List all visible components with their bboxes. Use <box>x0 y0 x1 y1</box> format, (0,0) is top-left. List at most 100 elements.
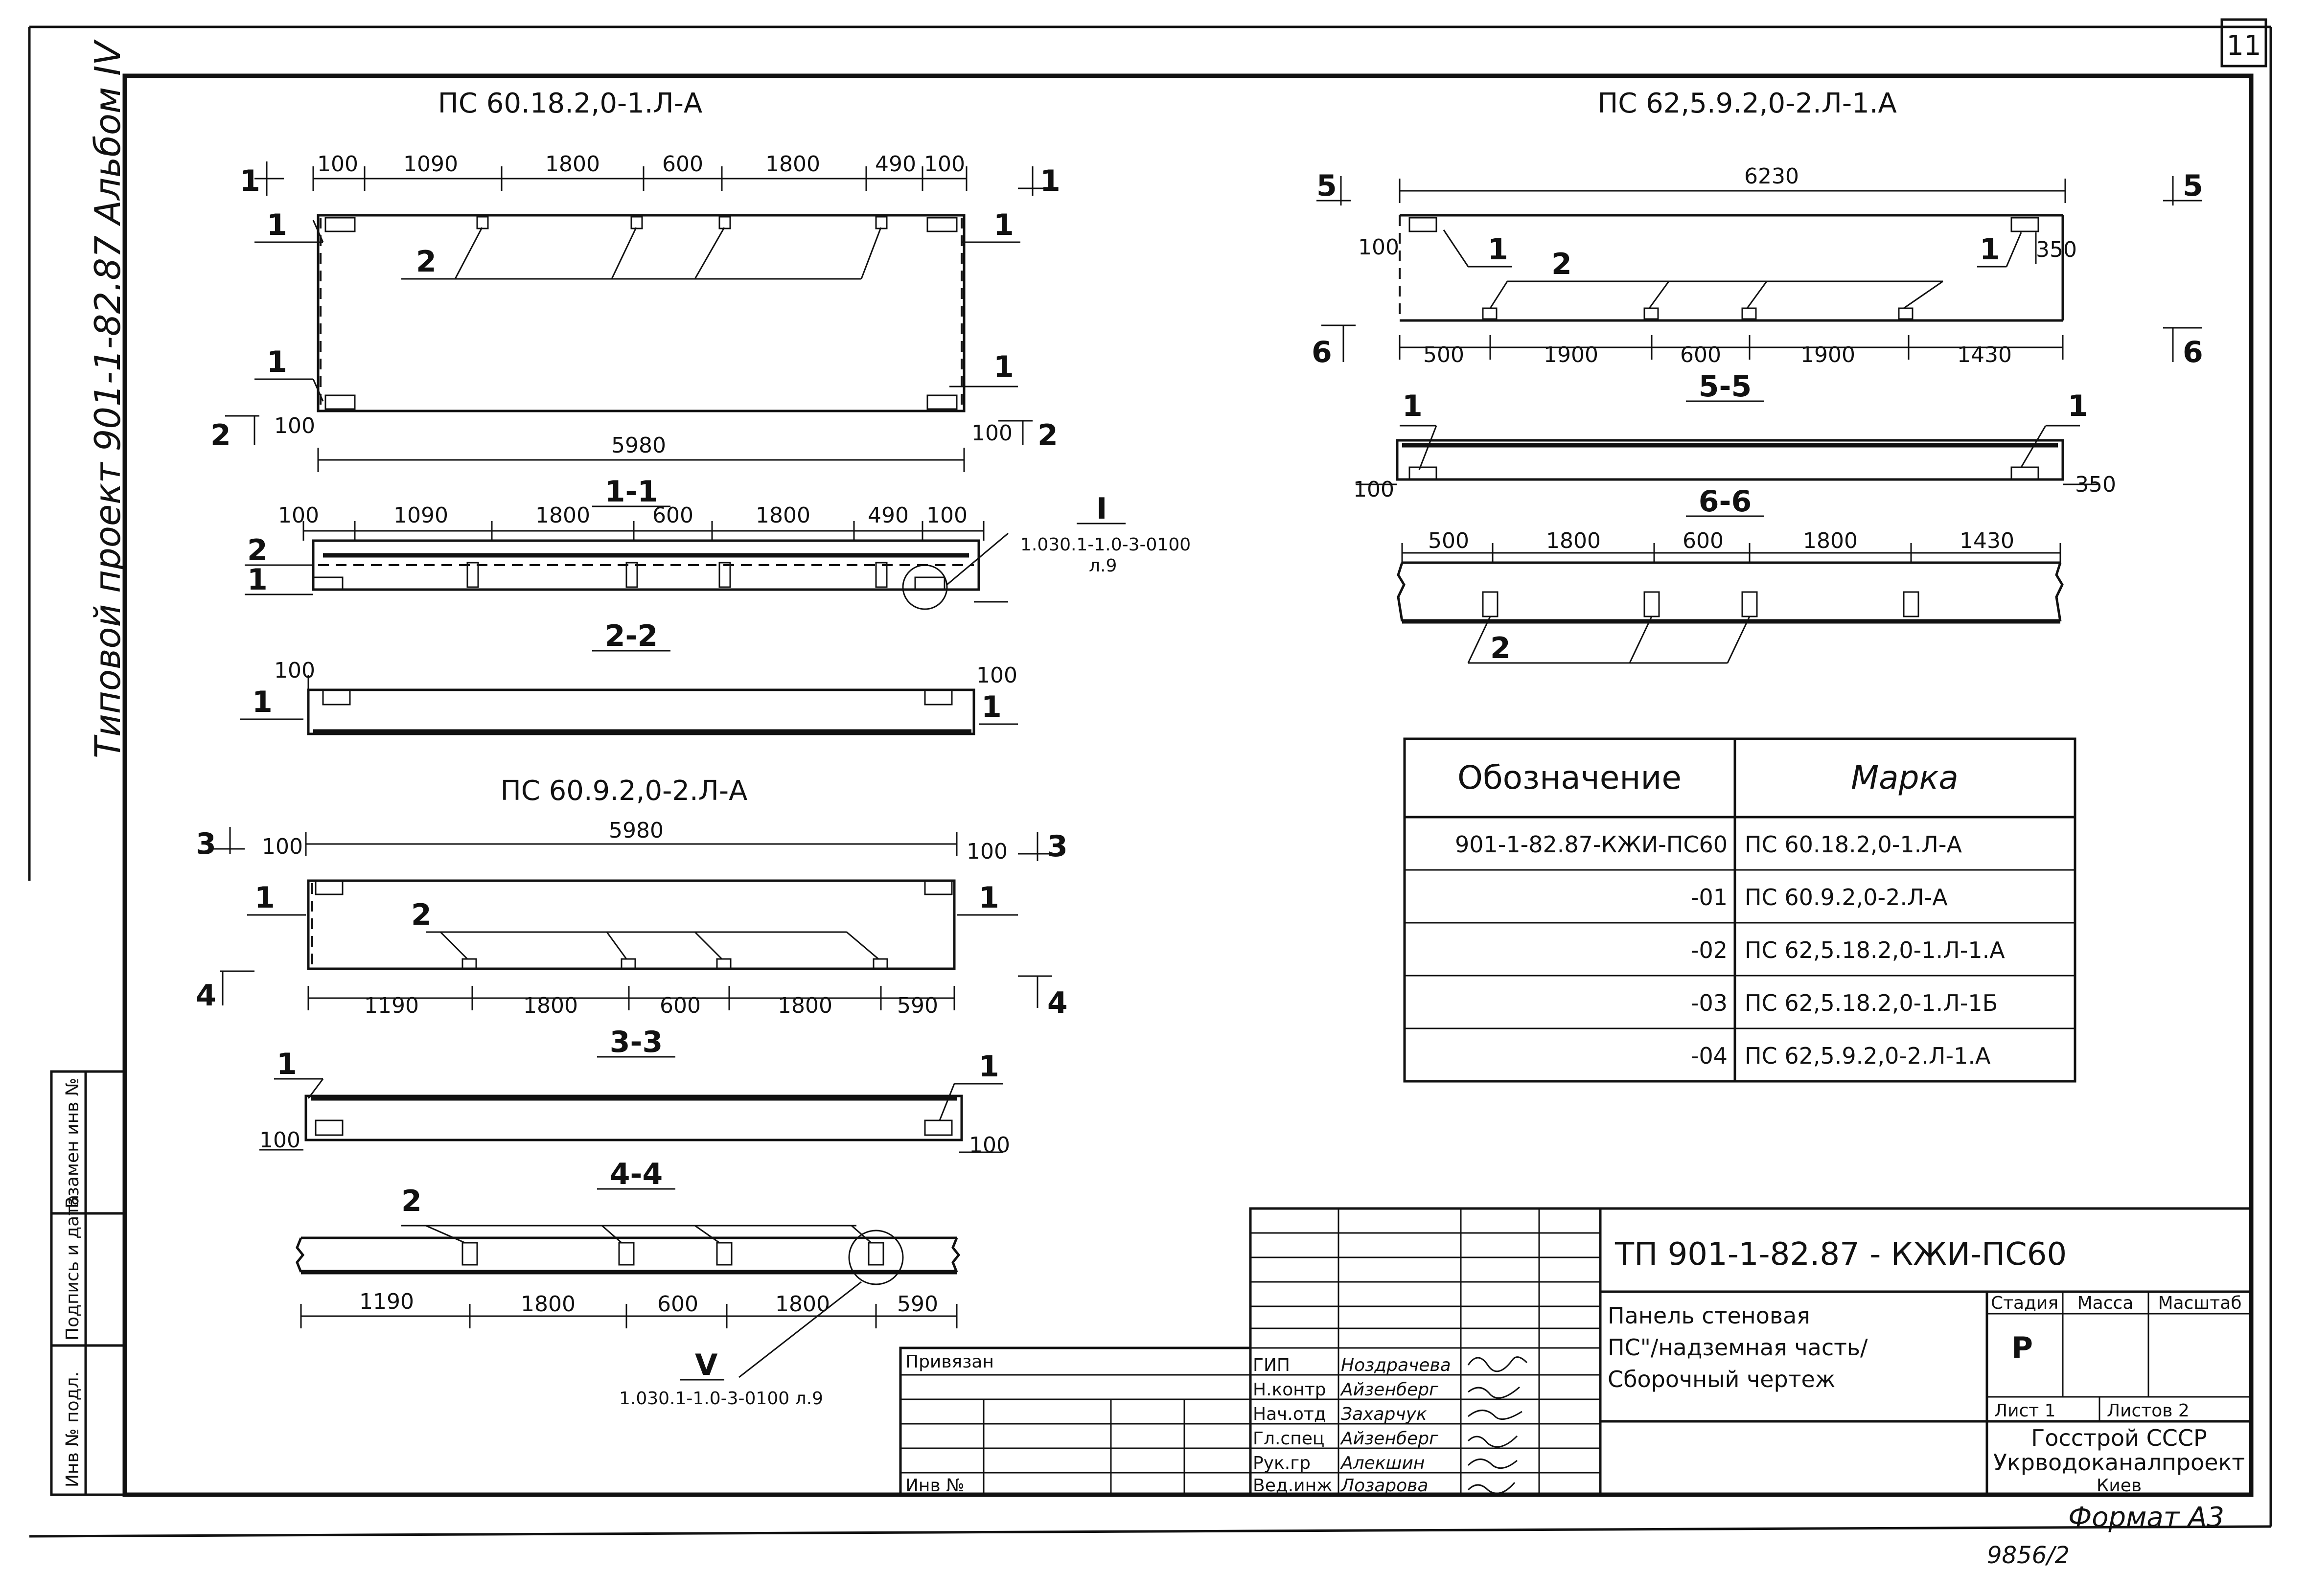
spec-row3-code: -03 <box>1691 990 1728 1016</box>
stamp-replace-label: Взамен инв № <box>63 1078 83 1208</box>
tb-name-3: Айзенберг <box>1340 1429 1439 1449</box>
tb-stage-value: Р <box>2011 1331 2033 1365</box>
p2-bdim-4: 590 <box>897 993 938 1018</box>
tb-stage-h: Стадия <box>1991 1293 2058 1313</box>
tb-name-1: Айзенберг <box>1340 1380 1439 1400</box>
sheet-number-box <box>2220 18 2267 68</box>
sheet-number: 11 <box>2226 30 2261 62</box>
s55-dim-a: 100 <box>1353 477 1394 502</box>
p3-side-dim-b: 350 <box>2036 237 2077 262</box>
s66-dim-3: 1800 <box>1803 528 1858 553</box>
s44-callout-2: 2 <box>401 1184 422 1218</box>
tb-name-0: Ноздрачева <box>1341 1355 1451 1375</box>
s44-dim-3: 1800 <box>775 1292 830 1317</box>
tb-mass-h: Масса <box>2077 1293 2134 1313</box>
p1-mark-2b: 2 <box>1038 418 1058 453</box>
panel2-title: ПС 60.9.2,0-2.Л-А <box>501 775 748 807</box>
s44-dim-4: 590 <box>897 1292 938 1317</box>
section-4-4: 4-4 2 1190 1800 600 1800 590 V 1.030.1-1… <box>296 1157 961 1409</box>
p1-callout-1d: 1 <box>993 350 1014 384</box>
p1-callout-1b: 1 <box>267 345 287 379</box>
p1-dim-1: 1090 <box>403 152 458 177</box>
section-1-1: 1-1 100 1090 1800 600 1800 490 100 2 1 I… <box>245 475 1191 610</box>
tb-scale-h: Масштаб <box>2158 1293 2241 1313</box>
s44-ref-label: V <box>695 1348 718 1382</box>
spec-row2-code: -02 <box>1691 937 1728 963</box>
panel1: ПС 60.18.2,0-1.Л-А 100 1090 1800 600 180… <box>210 88 1061 472</box>
section-5-5: 5-5 1 1 100 350 <box>1353 369 2116 502</box>
tb-org-1: Госстрой СССР <box>2031 1425 2207 1451</box>
p2-bdim-0: 1190 <box>364 993 419 1018</box>
tb-role-2: Нач.отд <box>1253 1404 1326 1424</box>
format-label: Формат А3 <box>2068 1502 2224 1533</box>
s33-callout-1b: 1 <box>979 1049 999 1084</box>
p2-callout-1a: 1 <box>254 881 275 915</box>
s11-dim-0: 100 <box>278 503 319 528</box>
sec44-title: 4-4 <box>610 1157 663 1191</box>
p1-mark-2a: 2 <box>210 418 231 453</box>
s66-dim-2: 600 <box>1683 528 1724 553</box>
p2-mark-4a: 4 <box>196 979 216 1013</box>
s11-dim-5: 490 <box>868 503 909 528</box>
panel2: ПС 60.9.2,0-2.Л-А 5980 100 100 2 1 1 119… <box>196 775 1068 1020</box>
p1-dim-6: 100 <box>924 152 965 177</box>
s11-ref-text: 1.030.1-1.0-3-0100 <box>1020 535 1191 555</box>
p1-callout-1a: 1 <box>267 208 287 242</box>
p3-mark-5b: 5 <box>2183 169 2203 203</box>
s22-dim-b: 100 <box>976 663 1017 688</box>
p3-mark-5a: 5 <box>1316 169 1337 203</box>
section-6-6: 6-6 500 1800 600 1800 1430 2 <box>1397 484 2064 665</box>
sec11-title: 1-1 <box>605 475 658 509</box>
spec-header-mark: Марка <box>1851 759 1959 797</box>
p2-mark-3a: 3 <box>196 827 216 861</box>
s55-callout-1a: 1 <box>1402 389 1423 423</box>
side-title: Типовой проект 901-1-82.87 Альбом IV <box>87 39 128 758</box>
sec66-title: 6-6 <box>1699 484 1752 519</box>
s44-dim-2: 600 <box>657 1292 698 1317</box>
p2-side-dim-b: 100 <box>967 839 1008 864</box>
panel2-outline <box>307 879 956 970</box>
spec-row4-code: -04 <box>1691 1043 1728 1069</box>
section-3-3: 3-3 1 1 100 100 <box>259 1025 1010 1158</box>
p1-dim-3: 600 <box>662 152 703 177</box>
p2-side-dim-a: 100 <box>262 834 303 859</box>
s44-ref-text: 1.030.1-1.0-3-0100 л.9 <box>619 1389 823 1409</box>
s33-dim-a: 100 <box>259 1128 300 1153</box>
spec-row2-mark: ПС 62,5.18.2,0-1.Л-1.А <box>1745 937 2005 963</box>
s11-dim-3: 600 <box>652 503 693 528</box>
s11-callout-2: 2 <box>247 533 268 568</box>
tb-desc-3: Сборочный чертеж <box>1608 1366 1835 1392</box>
sec55-title: 5-5 <box>1699 369 1752 404</box>
p3-side-dim-a: 100 <box>1358 235 1399 260</box>
s22-dim-a: 100 <box>274 658 315 683</box>
p1-side-dim-b: 100 <box>971 421 1013 446</box>
panel1-outline <box>317 214 966 412</box>
spec-row1-mark: ПС 60.9.2,0-2.Л-А <box>1745 884 1948 911</box>
tb-privyazan: Привязан <box>905 1352 994 1372</box>
p3-top-dim: 6230 <box>1744 164 1799 189</box>
p3-bdim-3: 1900 <box>1800 342 1855 367</box>
s11-dim-2: 1800 <box>535 503 590 528</box>
tb-role-3: Гл.спец <box>1253 1429 1324 1449</box>
p1-mark-1a: 1 <box>240 164 260 198</box>
p1-dim-4: 1800 <box>765 152 820 177</box>
sec33-title: 3-3 <box>610 1025 663 1059</box>
tb-role-0: ГИП <box>1253 1355 1290 1375</box>
stamp-sign-label: Подпись и дата <box>63 1195 83 1341</box>
s66-dim-0: 500 <box>1428 528 1469 553</box>
sec22-title: 2-2 <box>605 619 658 653</box>
tb-code: ТП 901-1-82.87 - КЖИ-ПС60 <box>1614 1236 2067 1273</box>
p2-top-dim: 5980 <box>609 818 664 843</box>
p3-bdim-2: 600 <box>1680 342 1721 367</box>
s66-callout-2: 2 <box>1490 631 1511 665</box>
s55-callout-1b: 1 <box>2068 389 2088 423</box>
s11-dim-6: 100 <box>926 503 968 528</box>
p1-mark-1b: 1 <box>1040 164 1061 198</box>
panel3-title: ПС 62,5.9.2,0-2.Л-1.А <box>1597 88 1897 119</box>
tb-org-3: Киев <box>2097 1476 2142 1496</box>
tb-name-2: Захарчук <box>1341 1404 1427 1424</box>
p3-bdim-4: 1430 <box>1957 342 2012 367</box>
p1-callout-2: 2 <box>416 245 437 279</box>
p1-dim-5: 490 <box>875 152 916 177</box>
s33-dim-b: 100 <box>969 1133 1010 1158</box>
